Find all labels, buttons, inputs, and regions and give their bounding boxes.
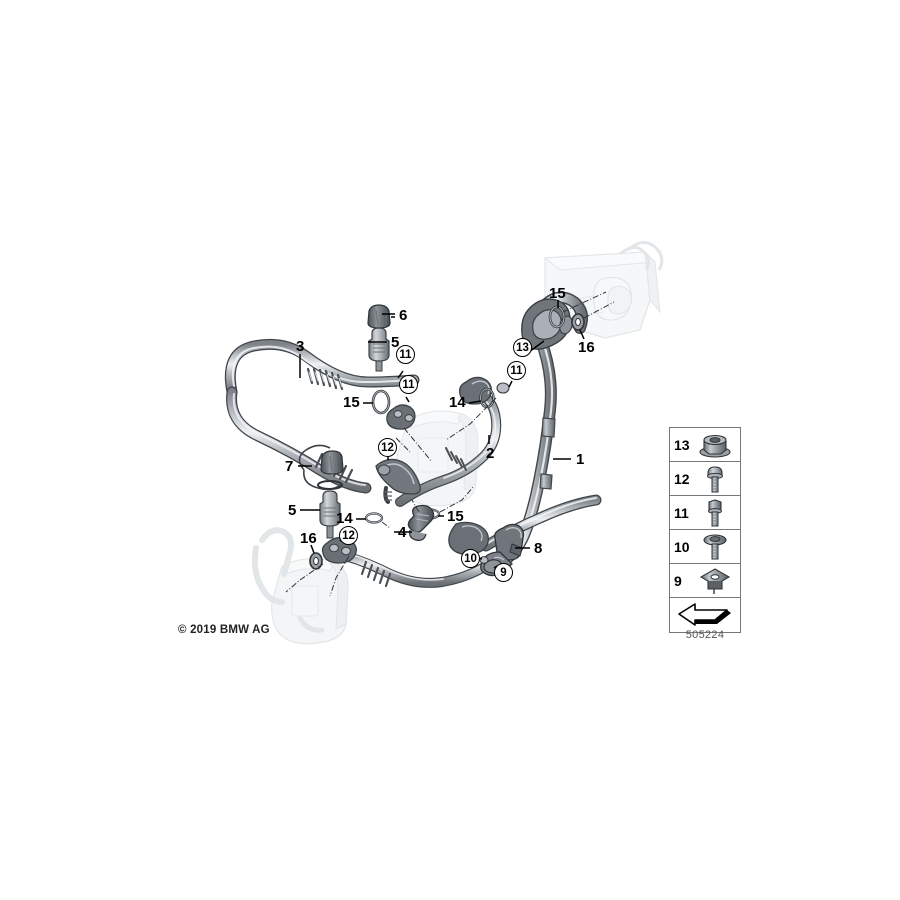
refrigerant-line-3-upper xyxy=(224,338,420,398)
callout-16-condenser: 16 xyxy=(578,339,595,356)
callout-12-a: 12 xyxy=(378,438,397,457)
legend-number-9: 9 xyxy=(674,572,682,589)
callout-11-a: 11 xyxy=(396,345,415,364)
callout-15-lower: 15 xyxy=(447,508,464,525)
refrigerant-line-upper-right xyxy=(500,453,556,458)
hex-head-bolt-icon xyxy=(693,496,737,529)
legend-box: 13 12 11 xyxy=(669,427,741,633)
part-15-oring-loop xyxy=(371,389,391,415)
bellows-line-3-upper xyxy=(306,367,344,391)
part-10-screw xyxy=(479,556,489,564)
callout-2: 2 xyxy=(486,445,495,462)
direction-arrow-icon xyxy=(670,598,740,632)
part-4-pressure-sensor xyxy=(407,504,435,541)
flange-head-screw-icon xyxy=(693,530,737,563)
callout-6: 6 xyxy=(399,307,408,324)
line-1-top-fitting-13 xyxy=(521,291,588,350)
flange-nut-icon xyxy=(693,428,737,461)
callout-11-b: 11 xyxy=(399,375,418,394)
callout-4: 4 xyxy=(398,524,407,541)
callout-5-lower: 5 xyxy=(288,502,297,519)
callout-16-lower: 16 xyxy=(300,530,317,547)
callout-11-c: 11 xyxy=(507,361,526,380)
callout-15-loop: 15 xyxy=(343,394,360,411)
callout-1: 1 xyxy=(576,451,585,468)
part-6-valve-cap xyxy=(367,304,391,329)
callout-10: 10 xyxy=(461,549,480,568)
legend-row-12: 12 xyxy=(670,462,740,496)
leader-lines xyxy=(298,300,585,569)
refrigerant-line-2 xyxy=(395,376,502,507)
part-14-oring-lower xyxy=(364,512,384,524)
dome-head-bolt-icon xyxy=(693,462,737,495)
callout-15-condenser: 15 xyxy=(549,285,566,302)
legend-number-13: 13 xyxy=(674,436,690,453)
legend-row-10: 10 xyxy=(670,530,740,564)
callout-8: 8 xyxy=(534,540,543,557)
callout-5-upper: 5 xyxy=(391,334,400,351)
callout-14-lower: 14 xyxy=(336,510,353,527)
callout-14-center: 14 xyxy=(449,394,466,411)
refrigerant-line-3-lower xyxy=(226,386,372,494)
refrigerant-line-bottom xyxy=(325,547,491,588)
legend-row-9: 9 xyxy=(670,564,740,598)
part-15-oring-condenser xyxy=(548,305,566,329)
legend-number-11: 11 xyxy=(674,504,689,521)
part-16-washer-condenser xyxy=(571,313,585,331)
part-11-bolt-heads-upper xyxy=(386,404,416,430)
assembly-dash-lines xyxy=(285,291,615,597)
ghost-condenser-top-right xyxy=(543,241,664,339)
legend-number-10: 10 xyxy=(674,538,690,555)
part-5-service-valve-lower xyxy=(319,490,341,539)
diagram-code: 505224 xyxy=(685,629,725,641)
ghost-compressor-bottom-left xyxy=(251,527,349,645)
legend-row-11: 11 xyxy=(670,496,740,530)
legend-row-13: 13 xyxy=(670,428,740,462)
callout-13: 13 xyxy=(513,338,532,357)
callout-9: 9 xyxy=(494,563,513,582)
part-5-service-valve-upper xyxy=(368,327,390,372)
part-11-bolt-line2 xyxy=(496,382,510,394)
part-16-washer-lower xyxy=(309,552,323,570)
part-12-flange-center xyxy=(375,458,421,504)
legend-row-direction-arrow xyxy=(670,598,740,632)
callout-7: 7 xyxy=(285,458,294,475)
square-nut-clip-icon xyxy=(693,564,737,597)
copyright-notice: © 2019 BMW AG xyxy=(178,624,270,636)
legend-number-12: 12 xyxy=(674,470,690,487)
part-7-cap-with-tether xyxy=(298,444,344,491)
callout-12-b: 12 xyxy=(339,526,358,545)
callout-3: 3 xyxy=(296,338,305,355)
